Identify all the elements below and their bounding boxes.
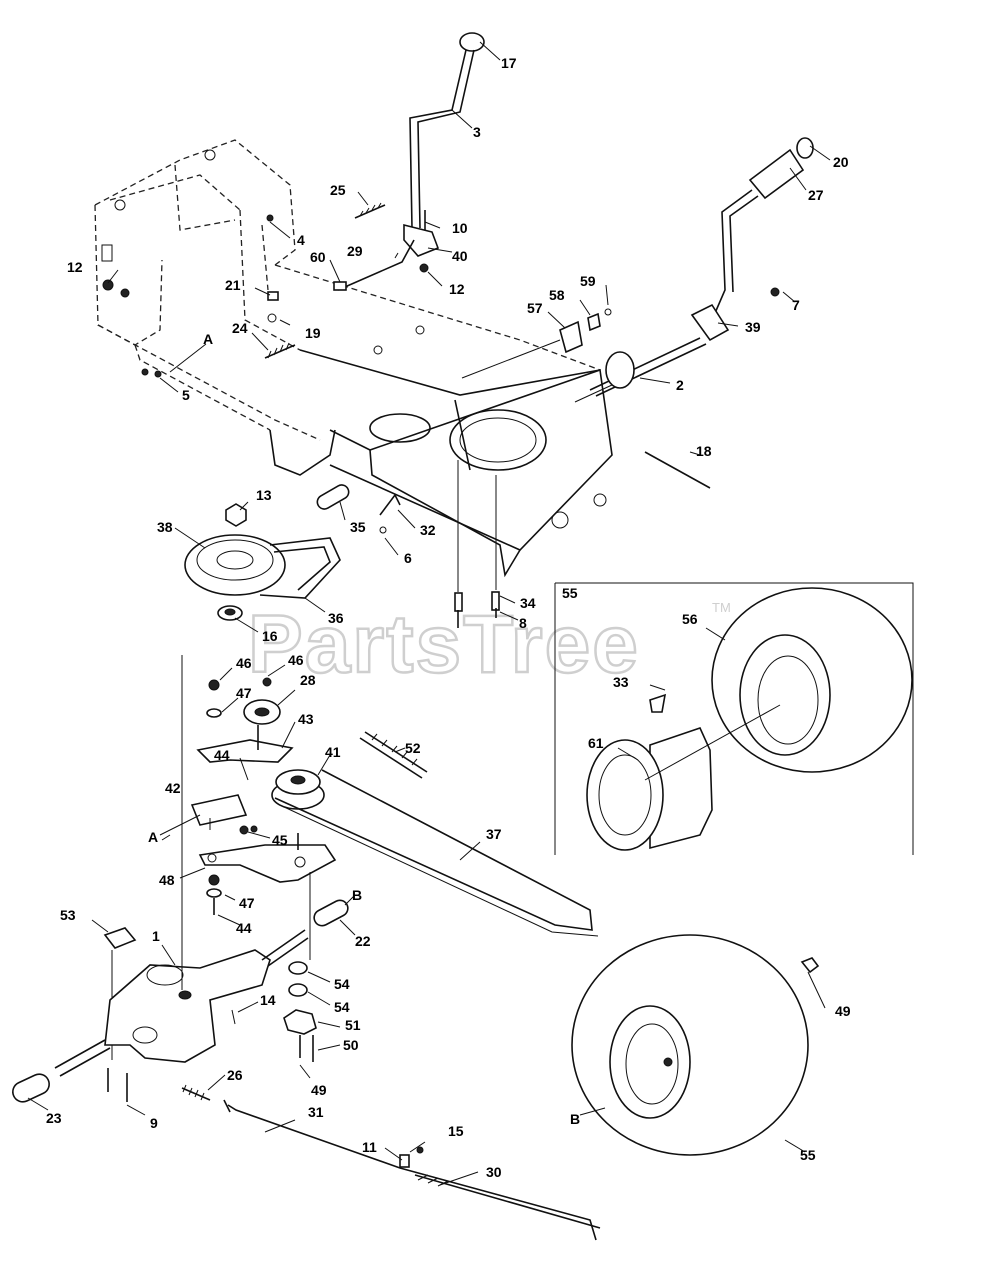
callout-label: 33 — [613, 674, 629, 690]
callout-label: 49 — [835, 1003, 851, 1019]
callout-label: 40 — [452, 248, 468, 264]
callout-label: 53 — [60, 907, 76, 923]
callout-label: 20 — [833, 154, 849, 170]
callout-label: 11 — [362, 1139, 377, 1155]
callout-label: 46 — [288, 652, 304, 668]
callout-label: 22 — [355, 933, 371, 949]
callout-label: 6 — [404, 550, 412, 566]
callout-label: 57 — [527, 300, 543, 316]
callout-label: 47 — [239, 895, 255, 911]
callout-label: 55 — [800, 1147, 816, 1163]
callout-label: 16 — [262, 628, 278, 644]
callout-label: 60 — [310, 249, 326, 265]
callout-label: A — [203, 331, 213, 347]
callout-label: 18 — [696, 443, 712, 459]
callout-label: 37 — [486, 826, 502, 842]
callout-label: 49 — [311, 1082, 327, 1098]
callout-label: 7 — [792, 297, 800, 313]
callout-label: 27 — [808, 187, 824, 203]
callout-label: 13 — [256, 487, 272, 503]
callout-label: 23 — [46, 1110, 62, 1126]
callout-label: 9 — [150, 1115, 158, 1131]
callout-label: 52 — [405, 740, 421, 756]
callout-label: 46 — [236, 655, 252, 671]
callout-label: 42 — [165, 780, 181, 796]
callout-label: 39 — [745, 319, 761, 335]
callout-label: 54 — [334, 976, 350, 992]
parts — [12, 32, 914, 1241]
callout-label: 15 — [448, 1123, 464, 1139]
callout-label: 29 — [347, 243, 363, 259]
callout-label: 30 — [486, 1164, 502, 1180]
callout-label: 51 — [345, 1017, 361, 1033]
callout-label: 44 — [214, 747, 230, 763]
callout-label: 1 — [152, 928, 160, 944]
callout-label: 38 — [157, 519, 173, 535]
callout-label: 59 — [580, 273, 596, 289]
callout-label: 25 — [330, 182, 346, 198]
callout-label: 19 — [305, 325, 321, 341]
callout-label: B — [352, 887, 362, 903]
watermark: PartsTree TM — [247, 598, 731, 692]
callout-label: 8 — [519, 615, 527, 631]
callout-label: 4 — [297, 232, 305, 248]
callout-label: 50 — [343, 1037, 359, 1053]
callout-label: 36 — [328, 610, 344, 626]
callout-label: 2 — [676, 377, 684, 393]
callout-label: 28 — [300, 672, 316, 688]
callout-label: 31 — [308, 1104, 324, 1120]
callout-label: 5 — [182, 387, 190, 403]
callout-label: 45 — [272, 832, 288, 848]
chassis-frame — [94, 139, 613, 578]
callout-label: 41 — [325, 744, 341, 760]
callout-label: 12 — [67, 259, 83, 275]
callout-label: 61 — [588, 735, 604, 751]
watermark-text: PartsTree — [248, 599, 640, 690]
callout-label: 35 — [350, 519, 366, 535]
callout-label: 47 — [236, 685, 252, 701]
callout-label: 58 — [549, 287, 565, 303]
callout-label: B — [570, 1111, 580, 1127]
callout-label: 32 — [420, 522, 436, 538]
callout-label: 56 — [682, 611, 698, 627]
watermark-trademark: TM — [712, 600, 731, 615]
callout-label: 12 — [449, 281, 465, 297]
callout-label: 10 — [452, 220, 468, 236]
callout-label: 48 — [159, 872, 175, 888]
callout-label: 44 — [236, 920, 252, 936]
callout-label: 55 — [562, 585, 578, 601]
callout-label: 21 — [225, 277, 241, 293]
callout-label: 43 — [298, 711, 314, 727]
callout-label: 3 — [473, 124, 481, 140]
callout-label: A — [148, 829, 158, 845]
callout-label: 26 — [227, 1067, 243, 1083]
callout-label: 17 — [501, 55, 517, 71]
callout-label: 54 — [334, 999, 350, 1015]
callout-label: 34 — [520, 595, 536, 611]
callout-label: 24 — [232, 320, 248, 336]
callout-label: 14 — [260, 992, 276, 1008]
leader-lines — [27, 41, 831, 1186]
